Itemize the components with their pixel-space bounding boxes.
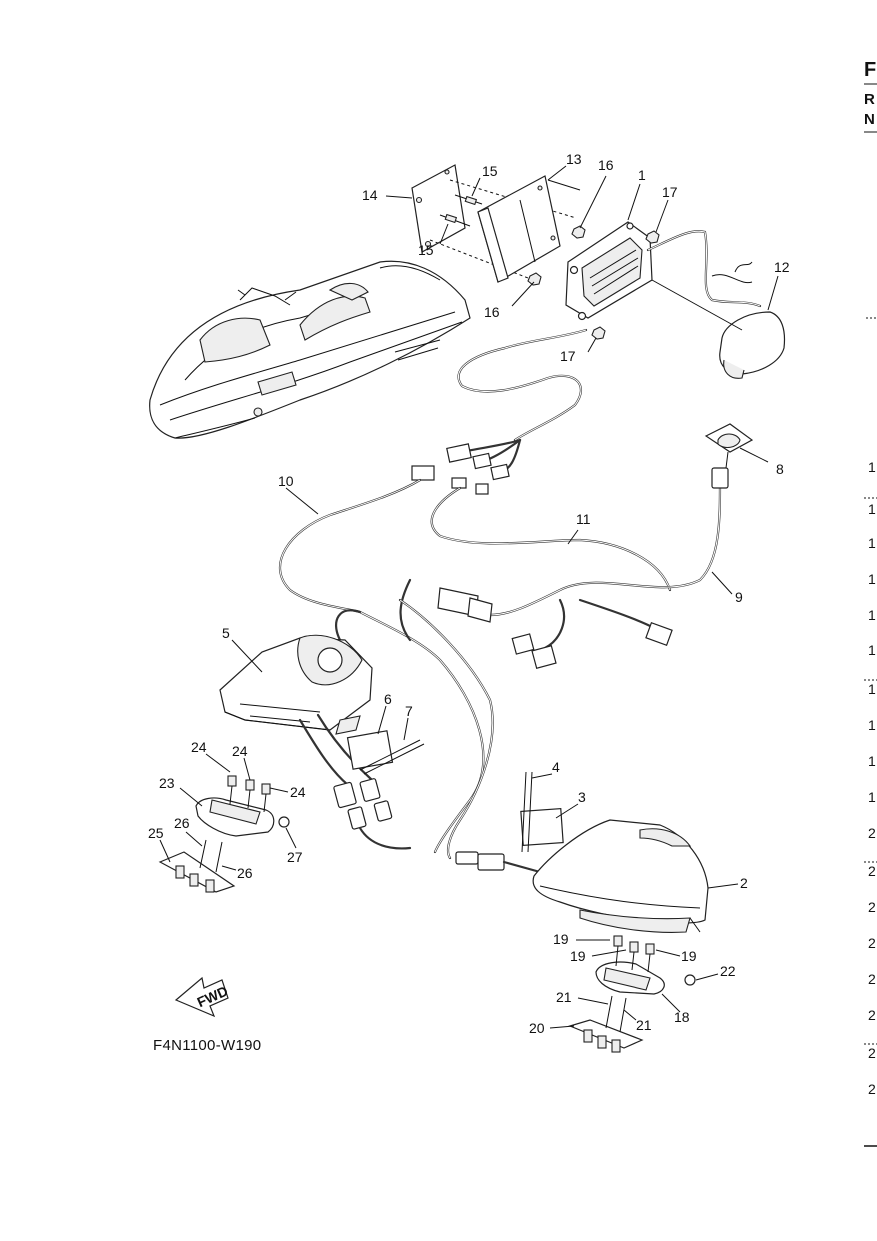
callout-21-a: 21 xyxy=(556,989,572,1005)
callout-4: 4 xyxy=(552,759,560,775)
callout-20: 20 xyxy=(529,1020,545,1036)
edge-num-7: 1 xyxy=(868,681,876,697)
callout-24-c: 24 xyxy=(290,784,306,800)
callout-15-upper: 15 xyxy=(482,163,498,179)
callout-16-lower: 16 xyxy=(484,304,500,320)
callout-27: 27 xyxy=(287,849,303,865)
part-8-switch xyxy=(704,423,769,469)
edge-num-14: 2 xyxy=(868,935,876,951)
edge-num-10: 1 xyxy=(868,789,876,805)
edge-letter-f: F xyxy=(864,59,876,81)
callout-18: 18 xyxy=(674,1009,690,1025)
callout-14: 14 xyxy=(362,187,378,203)
callout-26-a: 26 xyxy=(174,815,190,831)
callout-23: 23 xyxy=(159,775,175,791)
callout-19-c: 19 xyxy=(681,948,697,964)
callout-21-b: 21 xyxy=(636,1017,652,1033)
callout-11: 11 xyxy=(576,511,591,527)
callout-17-upper: 17 xyxy=(662,184,678,200)
leader-lines xyxy=(159,165,779,1029)
callout-10: 10 xyxy=(278,473,294,489)
callout-22: 22 xyxy=(720,963,736,979)
edge-num-4: 1 xyxy=(868,571,876,587)
callout-25: 25 xyxy=(148,825,164,841)
callout-2: 2 xyxy=(740,875,748,891)
callout-24-b: 24 xyxy=(232,743,248,759)
watercraft-illustration xyxy=(149,260,471,439)
edge-letter-n: N xyxy=(864,111,875,128)
edge-letter-r: R xyxy=(864,91,875,108)
left-bracket-set xyxy=(158,775,290,893)
part-2-module xyxy=(532,819,709,933)
fwd-arrow-icon: FWD xyxy=(174,976,230,1018)
callout-19-b: 19 xyxy=(570,948,586,964)
callout-24-a: 24 xyxy=(191,739,207,755)
wire-harness xyxy=(278,328,729,874)
right-bracket-set xyxy=(568,935,696,1053)
callout-3: 3 xyxy=(578,789,586,805)
edge-num-17: 2 xyxy=(868,1045,876,1061)
callout-5: 5 xyxy=(222,625,230,641)
edge-num-2: 1 xyxy=(868,501,876,517)
edge-num-3: 1 xyxy=(868,535,876,551)
drawing-code: F4N1100-W190 xyxy=(153,1037,261,1054)
callout-17-lower: 17 xyxy=(560,348,576,364)
ecu-bracket-group xyxy=(411,164,786,379)
callout-9: 9 xyxy=(735,589,743,605)
edge-num-16: 2 xyxy=(868,1007,876,1023)
callout-19-a: 19 xyxy=(553,931,569,947)
edge-num-5: 1 xyxy=(868,607,876,623)
part-5-module xyxy=(219,634,425,850)
callout-16-upper: 16 xyxy=(598,157,614,173)
edge-num-11: 2 xyxy=(868,825,876,841)
edge-num-8: 1 xyxy=(868,717,876,733)
edge-num-18: 2 xyxy=(868,1081,876,1097)
right-edge-column: F R N 1 1 1 1 1 1 1 1 1 1 2 2 2 2 2 2 2 … xyxy=(864,59,877,1147)
edge-num-13: 2 xyxy=(868,899,876,915)
callout-7: 7 xyxy=(405,703,413,719)
parts-3-4 xyxy=(520,771,564,853)
callout-12: 12 xyxy=(774,259,790,275)
edge-num-6: 1 xyxy=(868,642,876,658)
callout-15-lower: 15 xyxy=(418,242,434,258)
callout-numbers: 1 2 3 4 5 6 7 8 9 10 11 12 13 14 15 15 1… xyxy=(148,151,790,1036)
callout-13: 13 xyxy=(566,151,582,167)
callout-1: 1 xyxy=(638,167,646,183)
callout-26-b: 26 xyxy=(237,865,253,881)
edge-num-12: 2 xyxy=(868,863,876,879)
callout-8: 8 xyxy=(776,461,784,477)
edge-num-9: 1 xyxy=(868,753,876,769)
callout-6: 6 xyxy=(384,691,392,707)
edge-num-15: 2 xyxy=(868,971,876,987)
edge-num-1: 1 xyxy=(868,459,876,475)
